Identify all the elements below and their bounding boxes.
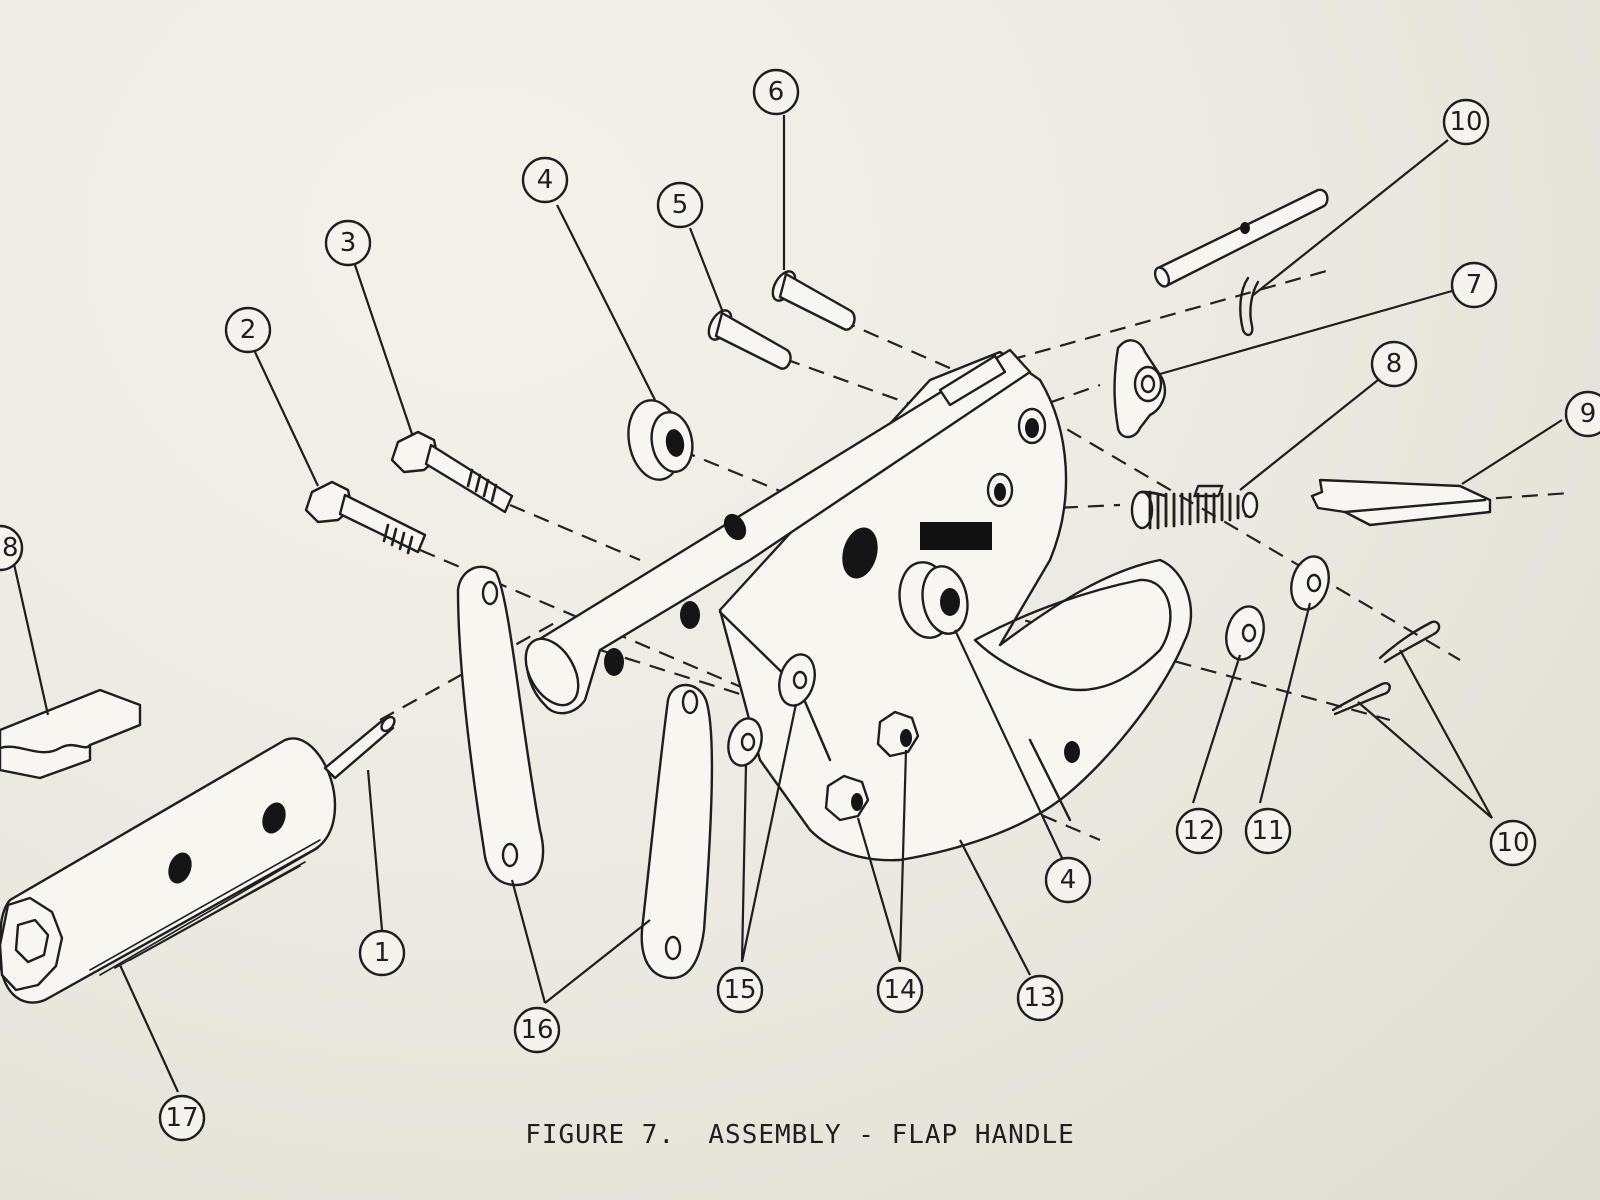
callout-label: 1 xyxy=(374,938,391,968)
part-2-bolt xyxy=(304,480,427,555)
callout-label: 10 xyxy=(1449,107,1482,137)
part-10-cotter-pins xyxy=(1331,620,1441,716)
part-3-bolt xyxy=(390,430,514,514)
callout-label: 4 xyxy=(1060,865,1077,895)
callout-label: 14 xyxy=(883,975,916,1005)
part-8-spring xyxy=(1130,490,1259,530)
callout-label: 15 xyxy=(723,975,756,1005)
part-15-washer-b xyxy=(727,717,763,767)
callout-15: 15 xyxy=(716,966,764,1014)
part-14-nut-a xyxy=(876,710,920,758)
callout-label: 18 xyxy=(0,533,19,563)
part-9-latch-plate xyxy=(1193,478,1492,527)
part-4-bushing-top xyxy=(627,399,694,481)
part-15-washer-a xyxy=(778,653,816,707)
part-18-bracket xyxy=(0,688,142,780)
part-11-washer xyxy=(1290,555,1330,611)
callout-label: 9 xyxy=(1580,399,1597,429)
callout-14: 14 xyxy=(876,966,924,1014)
callout-label: 3 xyxy=(340,228,357,258)
callout-label: 16 xyxy=(520,1015,553,1045)
part-16-link-b xyxy=(640,683,714,980)
part-1-rod xyxy=(323,715,396,780)
figure-caption: FIGURE 7. ASSEMBLY - FLAP HANDLE xyxy=(525,1120,1075,1150)
callout-12: 12 xyxy=(1175,807,1223,855)
callout-label: 7 xyxy=(1466,270,1483,300)
part-5-pin xyxy=(707,309,792,370)
callout-label: 11 xyxy=(1251,816,1284,846)
part-4-bushing-lower xyxy=(898,561,969,639)
callout-2: 2 xyxy=(224,306,272,354)
callout-18: 18 xyxy=(0,524,24,572)
callout-label: 4 xyxy=(537,165,554,195)
callout-10-lower: 10 xyxy=(1489,819,1537,867)
part-17-hex-tube xyxy=(0,737,337,1004)
part-7-wing-lock xyxy=(1113,339,1167,439)
callout-10-top: 10 xyxy=(1442,98,1490,146)
part-14-nut-b xyxy=(824,774,870,822)
part-handle-shaft xyxy=(524,348,1032,762)
part-10-cotter-top xyxy=(1239,276,1260,337)
callout-7: 7 xyxy=(1450,261,1498,309)
callout-6: 6 xyxy=(752,68,800,116)
callout-11: 11 xyxy=(1244,807,1292,855)
part-6-pin xyxy=(771,270,856,331)
callout-17: 17 xyxy=(158,1094,206,1142)
callout-label: 10 xyxy=(1496,828,1529,858)
callout-label: 5 xyxy=(672,190,689,220)
callout-4-top: 4 xyxy=(521,156,569,204)
callout-3: 3 xyxy=(324,219,372,267)
callout-13: 13 xyxy=(1016,974,1064,1022)
callout-9: 9 xyxy=(1564,390,1600,438)
callout-label: 8 xyxy=(1386,349,1403,379)
callout-1: 1 xyxy=(358,929,406,977)
callout-label: 6 xyxy=(768,77,785,107)
callout-label: 12 xyxy=(1182,816,1215,846)
callout-label: 2 xyxy=(240,315,257,345)
part-16-link-a xyxy=(456,565,545,887)
callout-4-lower: 4 xyxy=(1044,856,1092,904)
part-upper-rod xyxy=(1153,188,1329,288)
callout-5: 5 xyxy=(656,181,704,229)
leader-lines xyxy=(10,115,1563,1093)
callout-8: 8 xyxy=(1370,340,1418,388)
callout-16: 16 xyxy=(513,1006,561,1054)
callout-label: 17 xyxy=(165,1103,198,1133)
callout-label: 13 xyxy=(1023,983,1056,1013)
part-12-washer xyxy=(1225,605,1265,661)
